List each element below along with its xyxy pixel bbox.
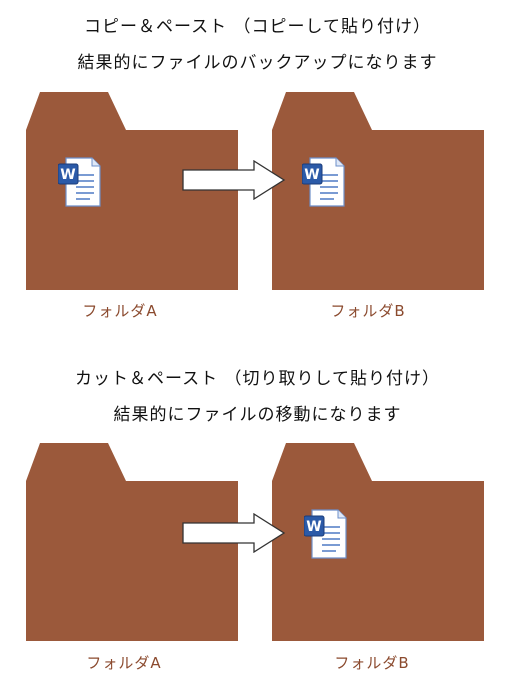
copy-paste-title: コピー＆ペースト （コピーして貼り付け） [83,17,432,37]
word-document-icon: W [301,156,346,208]
svg-text:W: W [60,167,75,183]
svg-text:W: W [304,167,319,183]
cut-paste-subtitle: 結果的にファイルの移動になります [113,405,402,425]
svg-text:W: W [306,519,321,535]
folder-a-label: フォルダA [82,302,158,320]
right-arrow-icon [182,159,286,204]
folder-a-icon [26,443,238,641]
right-arrow-icon [182,512,286,557]
word-document-icon: W [303,508,348,560]
folder-b-icon [272,443,484,641]
folder-b-label: フォルダB [334,654,410,672]
cut-paste-title: カット＆ペースト （切り取りして貼り付け） [74,369,441,389]
folder-a-label: フォルダA [86,654,162,672]
folder-b-icon [272,92,484,290]
copy-paste-subtitle: 結果的にファイルのバックアップになります [77,53,438,73]
folder-a-icon [26,92,238,290]
folder-b-label: フォルダB [330,302,406,320]
word-document-icon: W [57,156,102,208]
